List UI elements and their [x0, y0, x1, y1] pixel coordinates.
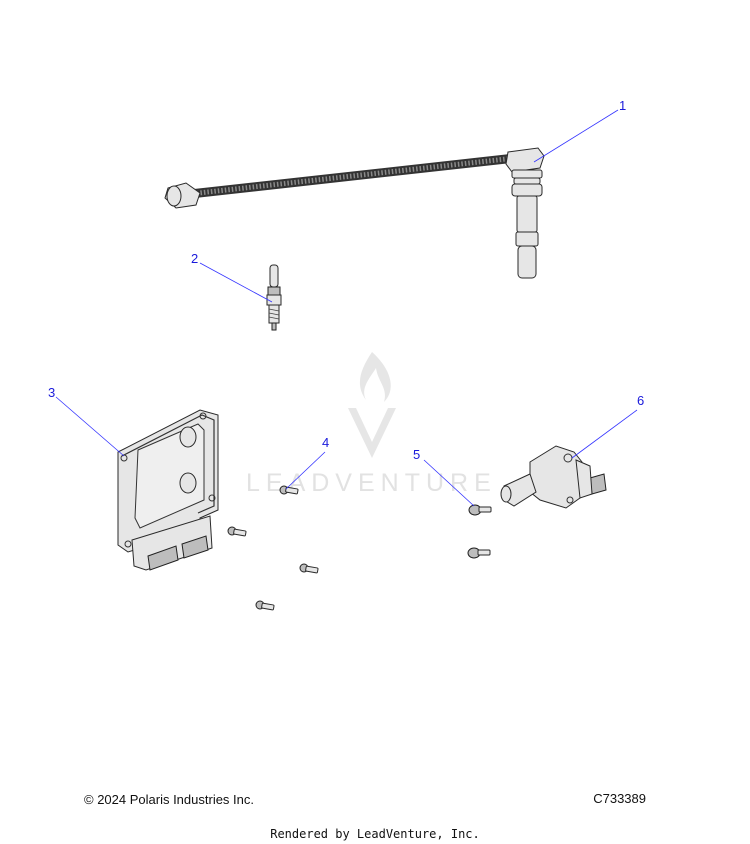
leader-line-3: [55, 396, 125, 457]
rendered-by-notice: Rendered by LeadVenture, Inc.: [270, 827, 480, 841]
callout-3[interactable]: 3: [48, 385, 55, 400]
screw-5: [468, 504, 492, 516]
leader-line-2: [199, 262, 273, 303]
callout-2[interactable]: 2: [191, 251, 198, 266]
screw-4: [279, 485, 299, 495]
screw-4c: [299, 563, 319, 574]
screw-5b: [467, 547, 491, 559]
part-1-spark-plug-wire: [164, 147, 545, 279]
screw-4b: [227, 526, 247, 537]
part-3-ecu-module: [117, 409, 219, 571]
callout-6[interactable]: 6: [637, 393, 644, 408]
leader-line-1: [533, 109, 619, 163]
copyright-notice: © 2024 Polaris Industries Inc.: [84, 792, 254, 807]
part-2-spark-plug: [266, 264, 282, 331]
leader-line-6: [571, 409, 638, 459]
leader-line-5: [423, 459, 475, 507]
watermark-flame-icon: [359, 352, 391, 402]
leadventure-watermark: LEADVENTURE: [246, 352, 491, 497]
diagram-id: C733389: [593, 791, 646, 806]
watermark-v-mark-icon: [348, 408, 396, 458]
screw-4d: [255, 600, 275, 611]
callout-1[interactable]: 1: [619, 98, 626, 113]
callout-4[interactable]: 4: [322, 435, 329, 450]
part-6-ignition-coil: [500, 445, 607, 509]
callout-5[interactable]: 5: [413, 447, 420, 462]
leader-line-4: [285, 451, 326, 490]
